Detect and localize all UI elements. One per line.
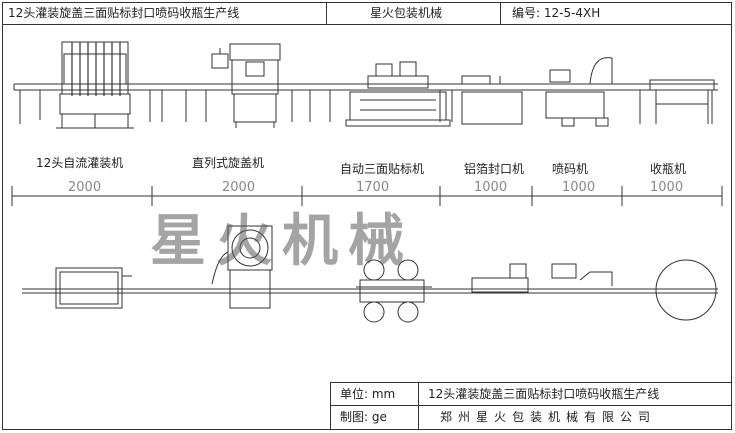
dim-collector: 1000 <box>650 180 684 195</box>
dim-filler: 2000 <box>68 180 102 195</box>
unit-label: 单位: mm <box>340 387 396 401</box>
dim-sealer: 1000 <box>474 180 508 195</box>
header-company: 星火包装机械 <box>370 6 443 20</box>
dim-printer: 1000 <box>562 180 596 195</box>
label-labeler: 自动三面贴标机 <box>340 162 425 176</box>
label-capper: 直列式旋盖机 <box>192 156 265 170</box>
label-collector: 收瓶机 <box>650 162 687 176</box>
watermark: 星火机械 <box>150 208 414 274</box>
dim-capper: 2000 <box>222 180 256 195</box>
label-printer: 喷码机 <box>552 162 589 176</box>
label-sealer: 铝箔封口机 <box>464 162 525 176</box>
drawn-by-label: 制图: ge <box>340 410 387 424</box>
title-block-line-name: 12头灌装旋盖三面贴标封口喷码收瓶生产线 <box>428 387 660 401</box>
header-title: 12头灌装旋盖三面贴标封口喷码收瓶生产线 <box>8 6 240 20</box>
label-filler: 12头自流灌装机 <box>36 156 124 170</box>
title-block-company: 郑州星火包装机械有限公司 <box>440 410 657 424</box>
dim-labeler: 1700 <box>356 180 390 195</box>
header-code: 编号: 12-5-4XH <box>512 6 601 20</box>
